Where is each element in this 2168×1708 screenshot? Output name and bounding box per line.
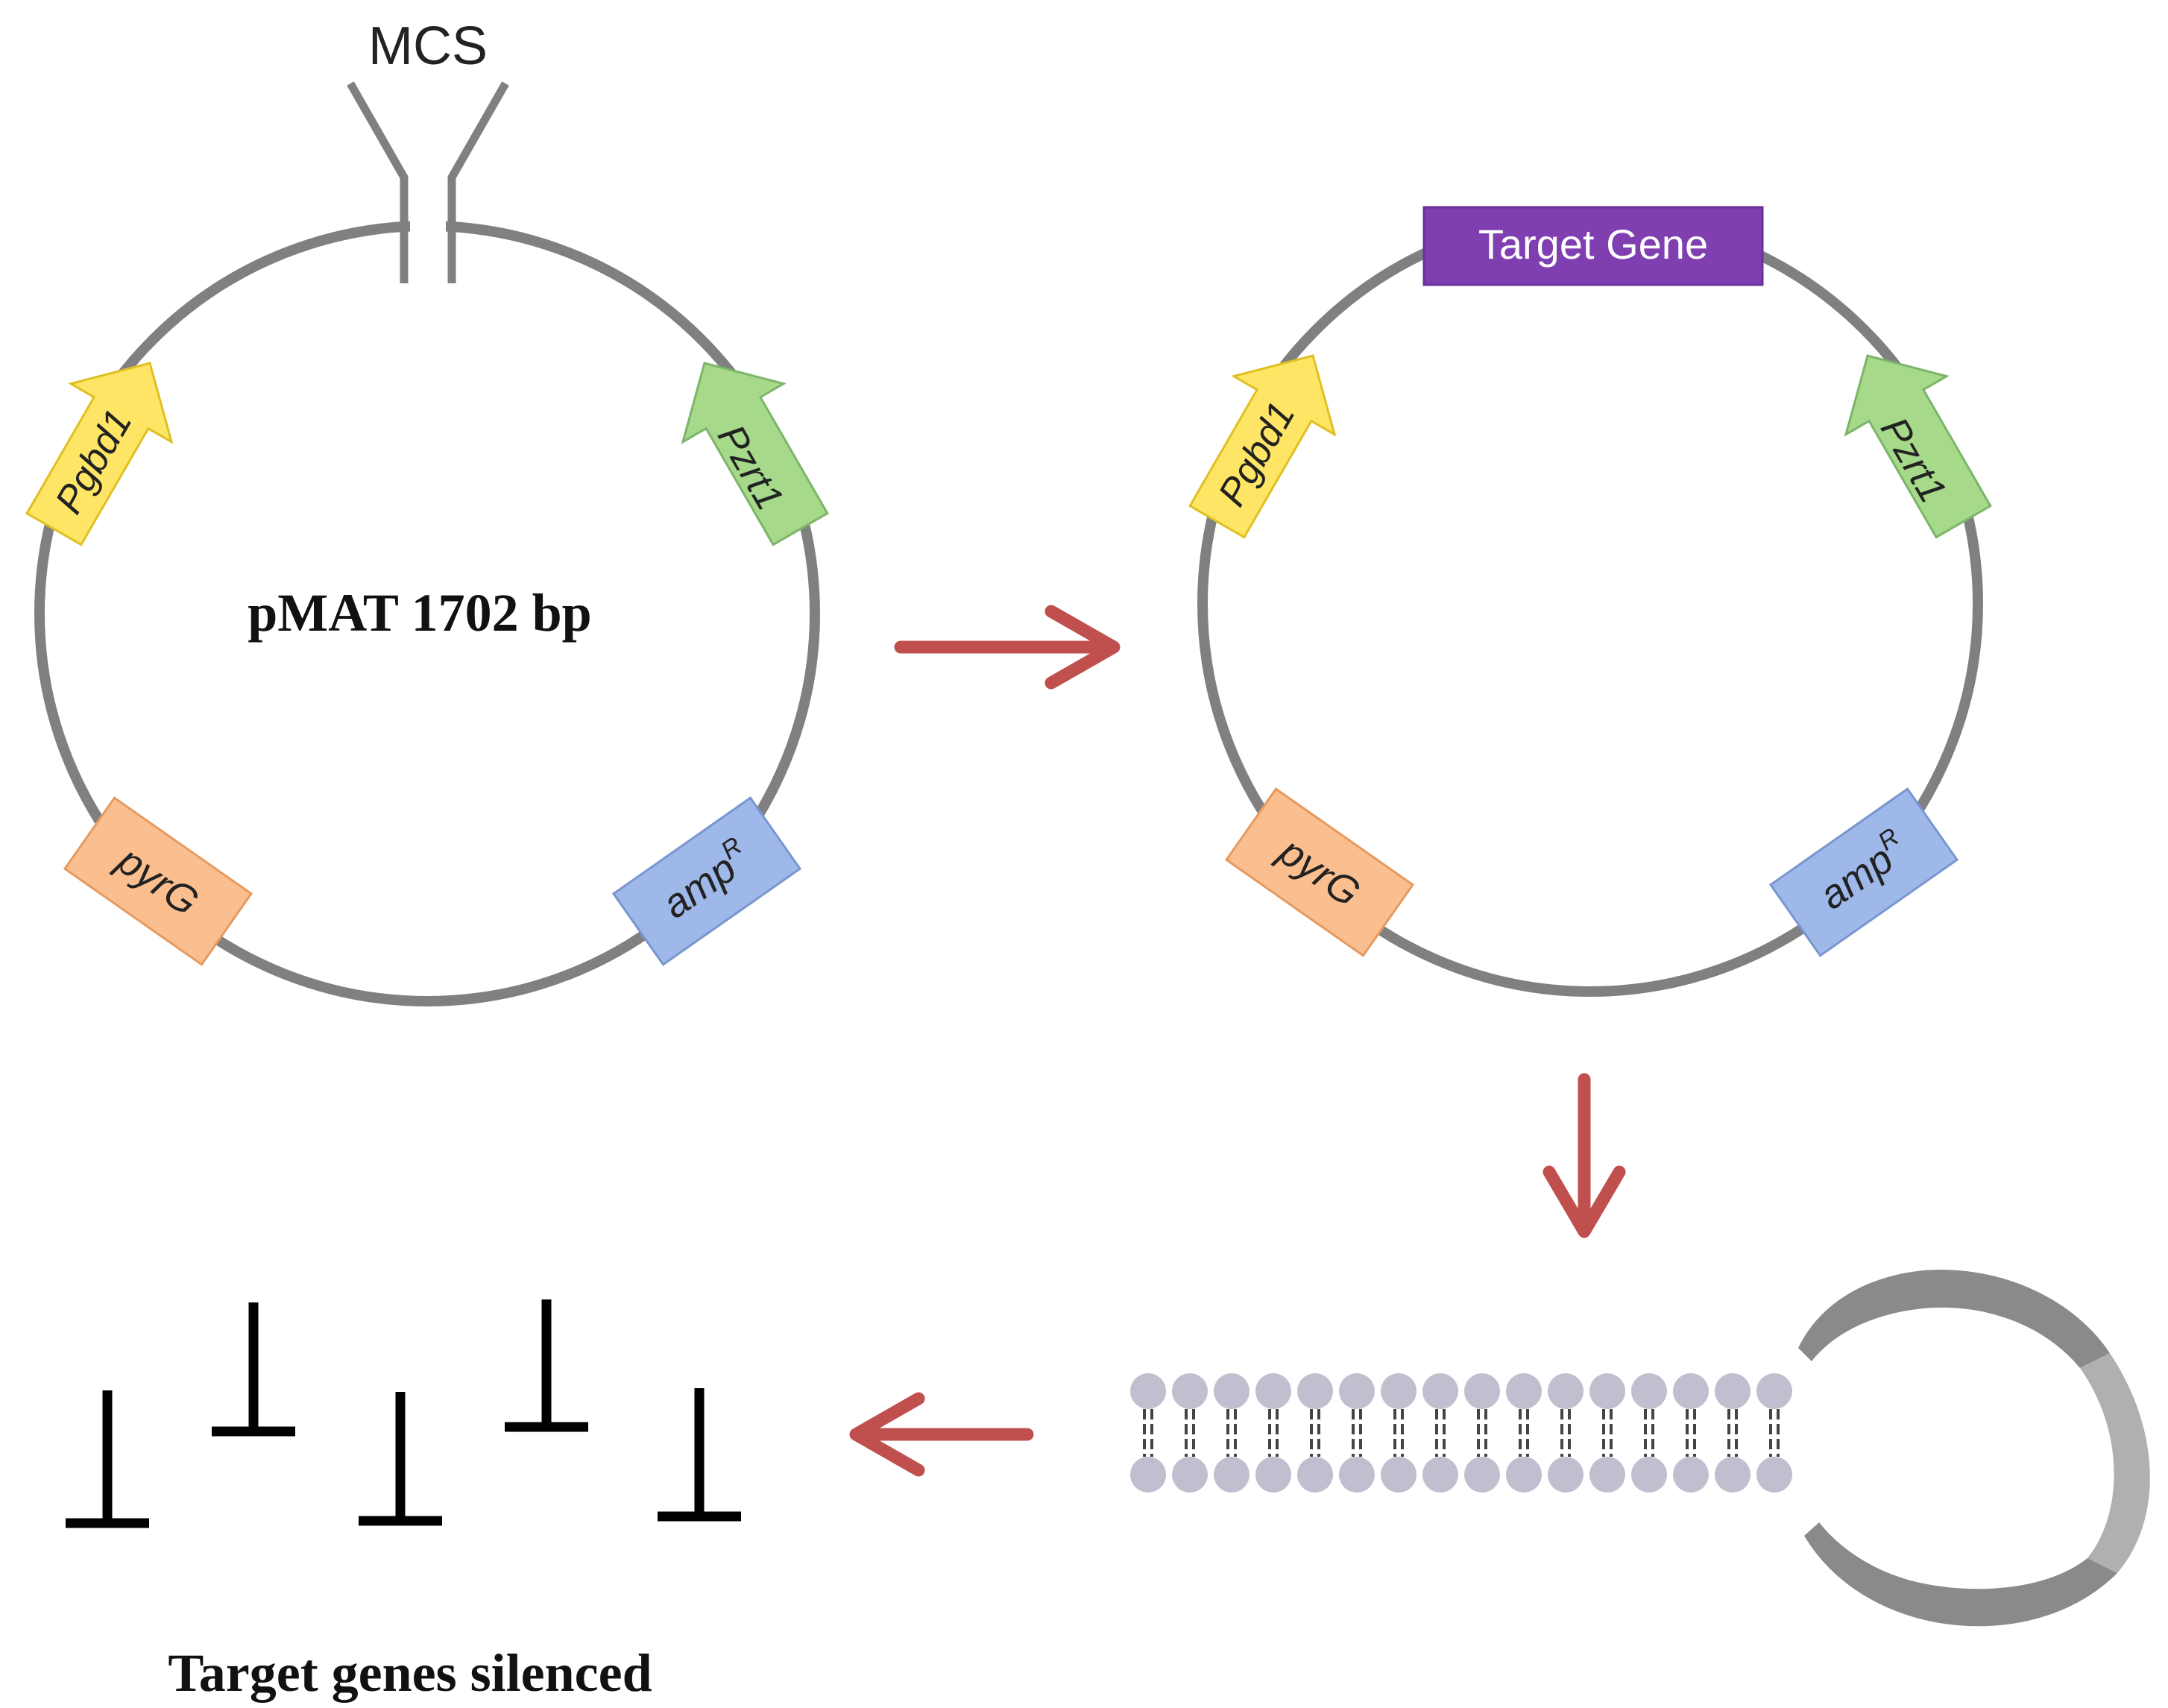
nucleotide-bead — [1548, 1373, 1584, 1409]
base-pair — [1715, 1373, 1751, 1493]
hairpin-stem — [1130, 1373, 1792, 1493]
nucleotide-bead — [1172, 1373, 1208, 1409]
nucleotide-bead — [1422, 1457, 1458, 1493]
pyrg-gene-left: pyrG — [63, 796, 253, 966]
base-pair — [1255, 1373, 1291, 1493]
nucleotide-bead — [1506, 1373, 1542, 1409]
base-pair — [1297, 1373, 1333, 1493]
nucleotide-bead — [1631, 1373, 1667, 1409]
nucleotide-bead — [1715, 1373, 1751, 1409]
nucleotide-bead — [1589, 1373, 1625, 1409]
nucleotide-bead — [1381, 1373, 1417, 1409]
nucleotide-bead — [1255, 1373, 1291, 1409]
nucleotide-bead — [1339, 1457, 1375, 1493]
nucleotide-bead — [1297, 1373, 1333, 1409]
nucleotide-bead — [1214, 1457, 1250, 1493]
nucleotide-bead — [1422, 1373, 1458, 1409]
nucleotide-bead — [1297, 1457, 1333, 1493]
plasmid-right: Target Gene Pgbd1 Pzrt1 pyrG ampR — [1188, 206, 1992, 997]
silencing-caption: Target genes silenced — [168, 1643, 652, 1703]
repression-icon — [66, 1390, 149, 1528]
down-arrow-icon — [1543, 1073, 1626, 1238]
silencing-symbols — [66, 1299, 741, 1528]
nucleotide-bead — [1589, 1457, 1625, 1493]
pzrt1-promoter-right: Pzrt1 — [1844, 354, 1992, 539]
base-pair — [1214, 1373, 1250, 1493]
nucleotide-bead — [1548, 1457, 1584, 1493]
target-gene-label: Target Gene — [1478, 221, 1708, 268]
base-pair — [1631, 1373, 1667, 1493]
repression-icon — [359, 1392, 442, 1526]
ampr-gene-right: ampR — [1768, 787, 1959, 957]
repression-icon — [212, 1302, 295, 1437]
base-pair — [1339, 1373, 1375, 1493]
base-pair — [1548, 1373, 1584, 1493]
base-pair — [1506, 1373, 1542, 1493]
hairpin-loop — [1798, 1270, 2150, 1627]
right-arrow-icon — [894, 605, 1121, 690]
base-pair — [1422, 1373, 1458, 1493]
nucleotide-bead — [1214, 1373, 1250, 1409]
nucleotide-bead — [1130, 1373, 1166, 1409]
mcs-connector — [347, 81, 509, 283]
nucleotide-bead — [1464, 1373, 1500, 1409]
repression-icon — [505, 1299, 588, 1432]
nucleotide-bead — [1631, 1457, 1667, 1493]
nucleotide-bead — [1715, 1457, 1751, 1493]
nucleotide-bead — [1506, 1457, 1542, 1493]
plasmid-name-label: pMAT 1702 bp — [248, 583, 591, 643]
base-pair — [1673, 1373, 1709, 1493]
pzrt1-promoter-left: Pzrt1 — [681, 362, 829, 546]
base-pair — [1589, 1373, 1625, 1493]
target-gene-box: Target Gene — [1422, 206, 1764, 286]
ampr-gene-left: ampR — [611, 796, 802, 966]
nucleotide-bead — [1381, 1457, 1417, 1493]
plasmid-left: MCS Pgbd1 Pzrt1 pyrG ampR pMAT 1702 bp — [25, 16, 829, 1006]
rna-hairpin — [1130, 1270, 2150, 1627]
left-arrow-icon — [849, 1392, 1034, 1477]
nucleotide-bead — [1756, 1373, 1792, 1409]
base-pair — [1172, 1373, 1208, 1493]
mcs-label: MCS — [368, 16, 488, 76]
pyrg-gene-right: pyrG — [1224, 787, 1415, 957]
base-pair — [1756, 1373, 1792, 1493]
pgbd1-promoter-left: Pgbd1 — [25, 362, 174, 546]
nucleotide-bead — [1673, 1457, 1709, 1493]
base-pair — [1381, 1373, 1417, 1493]
nucleotide-bead — [1756, 1457, 1792, 1493]
nucleotide-bead — [1673, 1373, 1709, 1409]
nucleotide-bead — [1339, 1373, 1375, 1409]
nucleotide-bead — [1255, 1457, 1291, 1493]
base-pair — [1130, 1373, 1166, 1493]
nucleotide-bead — [1464, 1457, 1500, 1493]
nucleotide-bead — [1172, 1457, 1208, 1493]
base-pair — [1464, 1373, 1500, 1493]
repression-icon — [658, 1388, 741, 1522]
pgbd1-promoter-right: Pgbd1 — [1188, 354, 1337, 539]
nucleotide-bead — [1130, 1457, 1166, 1493]
